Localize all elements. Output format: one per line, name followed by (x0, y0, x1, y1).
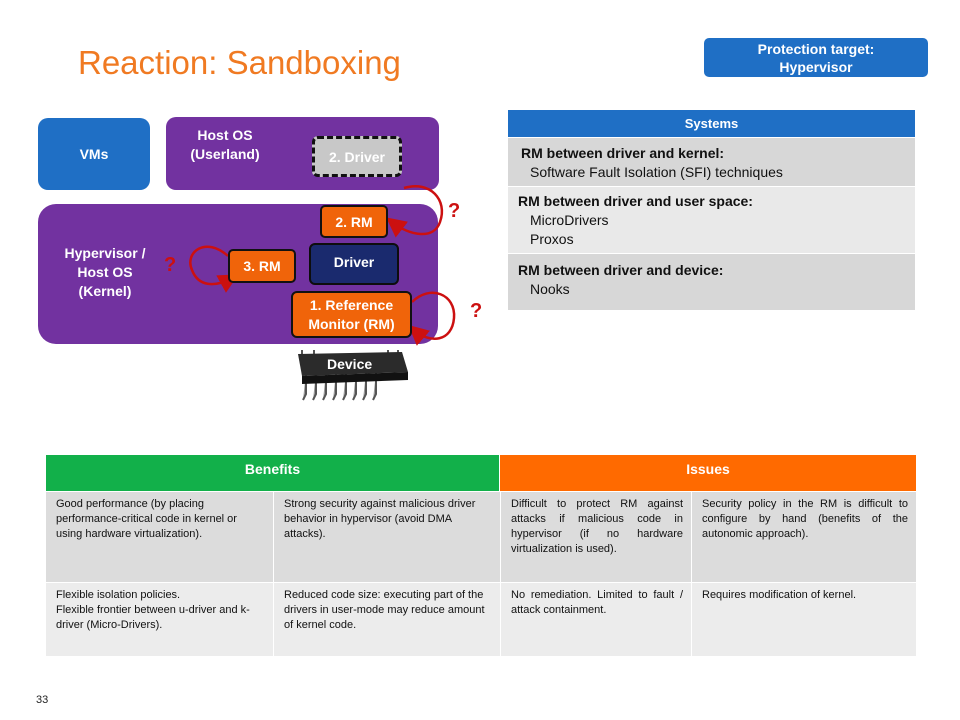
column-divider (500, 492, 501, 656)
table-cell: Flexible isolation policies. Flexible fr… (56, 589, 250, 631)
protection-target-badge: Protection target: Hypervisor (704, 38, 928, 77)
hypervisor-label: Hypervisor / Host OS (Kernel) (50, 244, 160, 301)
hypervisor-line-2: Host OS (77, 264, 133, 280)
question-mark-rm3: ? (164, 254, 177, 276)
vms-box: VMs (38, 118, 150, 190)
hypervisor-line-1: Hypervisor / (64, 245, 146, 261)
systems-row-item: Nooks (530, 281, 570, 297)
badge-line-2: Hypervisor (779, 59, 853, 75)
userland-driver-label: 2. Driver (328, 148, 386, 165)
reference-monitor-box: 1. Reference Monitor (RM) (291, 291, 412, 338)
page-number: 33 (36, 694, 49, 706)
table-cell: No remediation. Limited to fault / attac… (511, 589, 683, 616)
table-cell: Difficult to protect RM against attacks … (511, 498, 683, 555)
systems-row-heading: RM between driver and user space: (518, 193, 753, 209)
host-os-line-2: (Userland) (190, 146, 260, 162)
badge-line-1: Protection target: (757, 41, 875, 57)
systems-row-item: MicroDrivers (530, 212, 609, 228)
systems-row: RM between driver and user space: MicroD… (508, 187, 915, 253)
table-cell: Strong security against malicious driver… (284, 498, 476, 540)
hypervisor-line-3: (Kernel) (78, 283, 132, 299)
kernel-driver-box: Driver (309, 243, 399, 285)
rm3-box: 3. RM (228, 249, 296, 283)
loop-arrow-rm3 (189, 245, 239, 293)
slide-title: Reaction: Sandboxing (78, 44, 401, 81)
question-mark-rm2: ? (448, 200, 461, 222)
table-cell: Reduced code size: executing part of the… (284, 589, 485, 631)
userland-driver-box: 2. Driver (312, 136, 402, 177)
rm1-line-1: 1. Reference (309, 297, 394, 313)
host-os-line-1: Host OS (197, 127, 253, 143)
device-chip-icon (298, 350, 408, 401)
rm3-label: 3. RM (243, 258, 281, 274)
issues-header: Issues (500, 455, 916, 491)
systems-row-heading: RM between driver and device: (518, 262, 724, 278)
host-os-label: Host OS (Userland) (180, 126, 270, 164)
device-label: Device (327, 356, 373, 372)
systems-row-item: Proxos (530, 231, 574, 247)
systems-row: RM between driver and device: Nooks (508, 254, 915, 310)
table-cell: Security policy in the RM is difficult t… (702, 498, 908, 540)
column-divider (691, 492, 692, 656)
table-cell: Good performance (by placing performance… (56, 498, 237, 540)
comparison-row-1 (46, 492, 916, 582)
column-divider (273, 492, 274, 656)
kernel-driver-label: Driver (333, 254, 375, 270)
systems-row: RM between driver and kernel: Software F… (508, 138, 915, 186)
rm2-box: 2. RM (320, 205, 388, 238)
vms-label: VMs (79, 146, 109, 162)
loop-arrow-rm1 (408, 291, 456, 346)
question-mark-rm1: ? (470, 300, 483, 322)
table-cell: Requires modification of kernel. (702, 589, 857, 601)
benefits-header: Benefits (46, 455, 499, 491)
comparison-row-2 (46, 583, 916, 656)
systems-header: Systems (508, 110, 915, 138)
systems-row-heading: RM between driver and kernel: (521, 145, 725, 161)
systems-row-item: Software Fault Isolation (SFI) technique… (530, 164, 783, 180)
rm2-label: 2. RM (335, 213, 373, 230)
rm1-line-2: Monitor (RM) (308, 316, 395, 332)
loop-arrow-rm2 (386, 185, 443, 238)
